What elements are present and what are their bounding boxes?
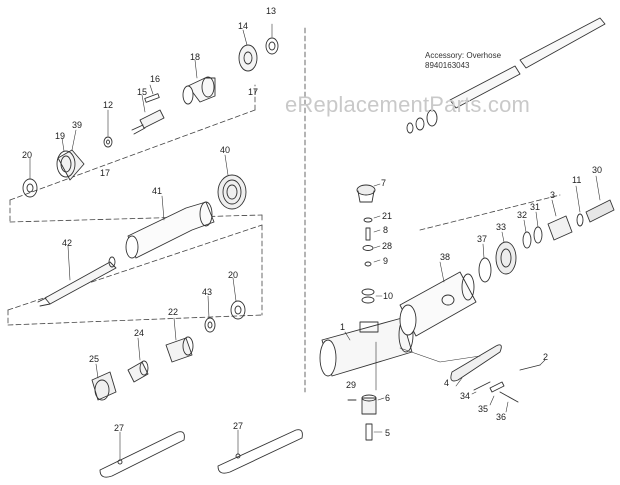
part-13-bearing [265, 23, 279, 55]
callout-14: 14 [238, 21, 249, 31]
part-41-housing [125, 195, 215, 259]
callout-9: 9 [383, 256, 389, 266]
accessory-overhose [406, 17, 606, 134]
part-10-o-rings [361, 288, 383, 304]
callout-31: 31 [530, 202, 541, 212]
callout-1: 1 [340, 322, 346, 332]
part-40-lock-nut [217, 154, 247, 210]
assembly-guide-lines [7, 27, 561, 393]
part-30-air-inlet [575, 175, 615, 227]
callout-2: 2 [543, 352, 549, 362]
part-14-end-plate [238, 29, 258, 72]
part-4-throttle-lever [450, 344, 502, 387]
callout-27-left: 27 [114, 423, 125, 433]
callout-17-top: 17 [248, 87, 259, 97]
callout-6: 6 [385, 393, 391, 403]
part-37-seal [478, 243, 492, 283]
callout-25: 25 [89, 354, 100, 364]
callout-37: 37 [477, 234, 488, 244]
callout-7: 7 [381, 178, 387, 188]
leader-lines [375, 341, 481, 391]
part-43-spacer [204, 295, 216, 333]
callout-38: 38 [440, 252, 451, 262]
callout-30: 30 [592, 165, 603, 175]
part-25-collet-nut [91, 363, 117, 401]
callout-21: 21 [382, 211, 393, 221]
part-7-valve-cap [356, 183, 381, 203]
callout-34: 34 [460, 391, 471, 401]
callout-42: 42 [62, 238, 73, 248]
callout-39: 39 [72, 120, 83, 130]
callout-4: 4 [444, 378, 450, 388]
callout-17-mid: 17 [100, 168, 111, 178]
callout-8: 8 [383, 225, 389, 235]
callout-10: 10 [383, 291, 394, 301]
part-42-spindle [37, 245, 117, 307]
part-16-blades [144, 84, 160, 103]
callout-36: 36 [496, 412, 507, 422]
callout-27-right: 27 [233, 421, 244, 431]
part-22-collet-nut [165, 317, 194, 363]
callout-33: 33 [496, 222, 507, 232]
callout-20-top: 20 [22, 150, 33, 160]
inlet-assembly [522, 199, 573, 249]
part-33-muffler [495, 231, 517, 275]
callout-22: 22 [168, 307, 179, 317]
callout-28: 28 [382, 241, 393, 251]
part-38-grip [399, 261, 477, 337]
part-34-36-small-parts [471, 381, 519, 413]
callout-35: 35 [478, 404, 489, 414]
callout-32: 32 [517, 210, 528, 220]
callout-43: 43 [202, 287, 213, 297]
callout-40: 40 [220, 145, 231, 155]
callout-19: 19 [55, 131, 66, 141]
part-12-bearing [103, 109, 113, 148]
callout-29: 29 [346, 380, 357, 390]
part-27-wrench-left [99, 431, 185, 478]
callout-20-bottom: 20 [228, 270, 239, 280]
accessory-part-number: 8940163043 [425, 61, 470, 70]
callout-16: 16 [150, 74, 161, 84]
callout-3: 3 [550, 190, 556, 200]
part-1-motor-housing [319, 317, 414, 377]
callout-41: 41 [152, 186, 163, 196]
callout-11: 11 [572, 175, 582, 185]
watermark: eReplacementParts.com [285, 92, 531, 117]
part-24-collet [127, 337, 149, 383]
callout-24: 24 [134, 328, 145, 338]
callout-18: 18 [190, 52, 201, 62]
callout-13: 13 [266, 6, 277, 16]
callout-15: 15 [137, 87, 148, 97]
part-2-lever-pin [519, 359, 546, 371]
callout-5: 5 [385, 428, 391, 438]
part-20-bearing-bottom [230, 277, 246, 320]
callout-12: 12 [103, 100, 114, 110]
part-6-valve-bushing [347, 394, 385, 441]
part-27-wrench-right [217, 429, 303, 474]
valve-stack [362, 215, 381, 267]
part-15-rotor [131, 94, 165, 135]
part-19-housing [56, 129, 85, 181]
part-20-bearing-top [22, 157, 38, 198]
accessory-title: Accessory: Overhose [425, 51, 502, 60]
part-18-cylinder [182, 59, 216, 105]
